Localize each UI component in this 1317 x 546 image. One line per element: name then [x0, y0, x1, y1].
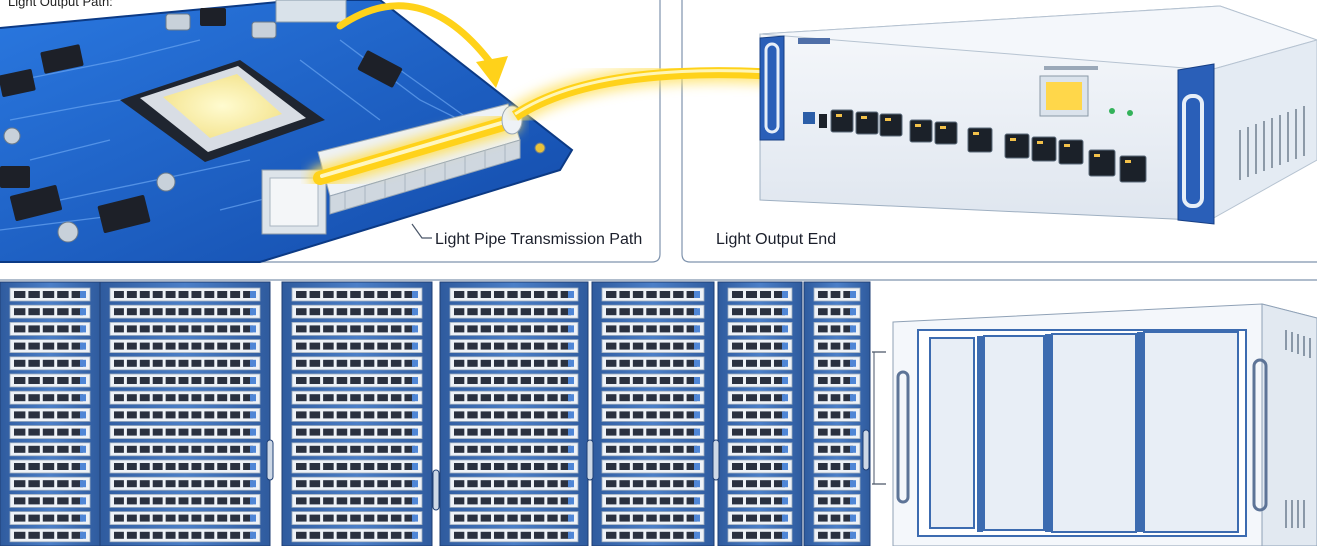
panel-frames: [0, 0, 1317, 281]
top-left-label: Light Output Path:: [8, 0, 113, 9]
light-pipe-glow: [309, 105, 523, 189]
switch-ports: [803, 109, 1147, 183]
circuit-board: [0, 0, 574, 263]
processor-chip: [120, 60, 325, 162]
open-chassis: [872, 303, 1317, 546]
server-racks: [0, 281, 871, 546]
light-output-end-label: Light Output End: [716, 231, 837, 248]
curved-arrow-icon: [336, 2, 508, 88]
light-pipe-transmission-path-label: Light Pipe Transmission Path: [435, 231, 643, 248]
network-switch: [759, 5, 1317, 225]
